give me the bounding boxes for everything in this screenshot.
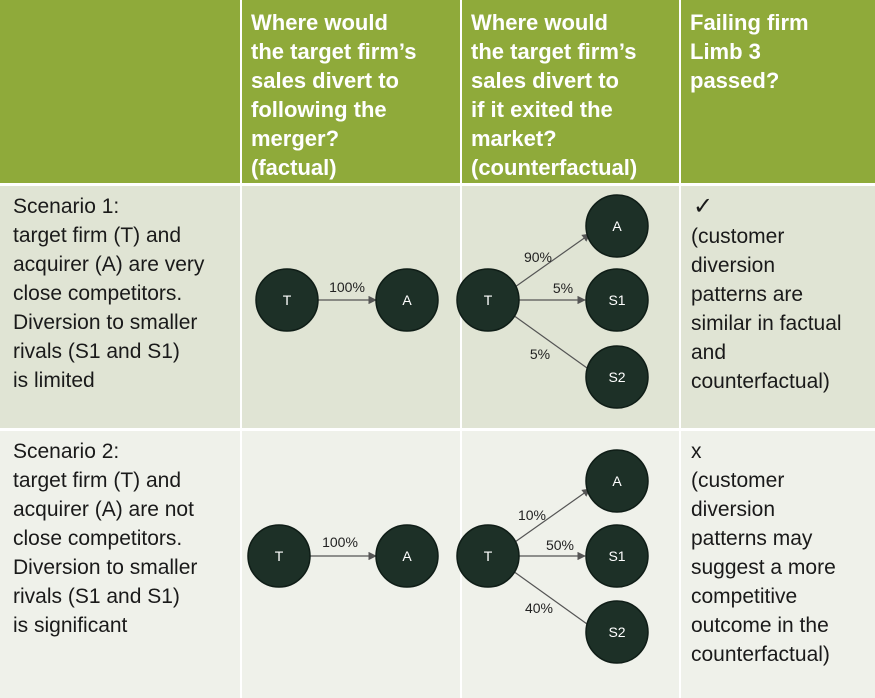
node-label: S2 <box>608 369 625 385</box>
scenario-1-counterfactual-diagram: 90% 5% 5% T A S1 S2 <box>456 194 649 409</box>
diversion-share-label: 100% <box>329 279 365 295</box>
check-mark-icon: ✓ <box>693 193 714 220</box>
scenario-2-factual-diagram: 100% T A <box>247 524 439 588</box>
header-counterfactual: Where would the target firm’s sales dive… <box>462 0 679 183</box>
description-line: acquirer (A) are not <box>13 498 194 521</box>
description-line: target firm (T) and <box>13 469 182 492</box>
diversion-share-label: 90% <box>524 249 552 265</box>
scenario-2-counterfactual-diagram: 10% 50% 40% T A S1 S2 <box>456 449 649 664</box>
header-line: if it exited the <box>471 97 613 122</box>
description-line: acquirer (A) are very <box>13 253 205 276</box>
header-line: Where would <box>471 10 608 35</box>
node-target-firm <box>456 524 520 588</box>
verdict-line: and <box>691 341 727 364</box>
header-line: the target firm’s <box>251 39 417 64</box>
header-line: Where would <box>251 10 388 35</box>
header-line: sales divert to <box>471 68 619 93</box>
node-acquirer <box>375 524 439 588</box>
verdict-line: competitive <box>691 585 798 608</box>
header-line: sales divert to <box>251 68 399 93</box>
verdict-line: patterns may <box>691 527 813 550</box>
description-line: is limited <box>13 369 95 392</box>
node-target-firm <box>456 268 520 332</box>
header-factual: Where would the target firm’s sales dive… <box>242 0 460 183</box>
node-acquirer <box>585 194 649 258</box>
header-line: the target firm’s <box>471 39 637 64</box>
scenario-2-verdict: x (customer diversion patterns may sugge… <box>681 431 875 698</box>
verdict-line: suggest a more <box>691 556 836 579</box>
description-line: Diversion to smaller <box>13 311 198 334</box>
node-label: A <box>612 473 622 489</box>
node-acquirer <box>375 268 439 332</box>
description-line: target firm (T) and <box>13 224 182 247</box>
verdict-line: diversion <box>691 254 776 277</box>
verdict-line: (customer <box>691 469 785 492</box>
verdict-line: similar in factual <box>691 312 842 335</box>
node-label: S1 <box>608 292 625 308</box>
node-rival-s2 <box>585 600 649 664</box>
diversion-arrow <box>512 570 595 630</box>
header-line: (counterfactual) <box>471 155 638 180</box>
node-rival-s1 <box>585 268 649 332</box>
verdict-line: patterns are <box>691 283 804 306</box>
description-line: rivals (S1 and S1) <box>13 585 180 608</box>
node-label: A <box>402 292 412 308</box>
scenario-1-factual-diagram: 100% T A <box>255 268 439 332</box>
header-line: following the <box>251 97 387 122</box>
verdict-line: counterfactual) <box>691 370 830 393</box>
verdict-line: outcome in the <box>691 614 829 637</box>
diversion-share-label: 5% <box>530 346 550 362</box>
description-line: rivals (S1 and S1) <box>13 340 180 363</box>
diversion-arrow <box>514 488 591 543</box>
diversion-share-label: 5% <box>553 280 573 296</box>
scenario-2-description: Scenario 2: target firm (T) and acquirer… <box>0 431 240 698</box>
node-label: T <box>484 548 493 564</box>
scenario-1-verdict: ✓ (customer diversion patterns are simil… <box>681 186 875 428</box>
diversion-arrow <box>514 233 591 288</box>
node-label: T <box>484 292 493 308</box>
header-limb3: Failing firm Limb 3 passed? <box>681 0 875 183</box>
cross-mark-icon: x <box>691 440 702 463</box>
diversion-share-label: 100% <box>322 534 358 550</box>
diversion-arrow <box>512 314 595 374</box>
diversion-share-label: 10% <box>518 507 546 523</box>
node-label: A <box>402 548 412 564</box>
description-line: is significant <box>13 614 128 637</box>
node-rival-s1 <box>585 524 649 588</box>
description-line: Diversion to smaller <box>13 556 198 579</box>
node-label: S1 <box>608 548 625 564</box>
description-line: close competitors. <box>13 527 183 550</box>
node-acquirer <box>585 449 649 513</box>
node-rival-s2 <box>585 345 649 409</box>
scenario-1-description: Scenario 1: target firm (T) and acquirer… <box>0 186 240 428</box>
diversion-share-label: 50% <box>546 537 574 553</box>
header-line: (factual) <box>251 155 337 180</box>
diversion-share-label: 40% <box>525 600 553 616</box>
node-label: T <box>275 548 284 564</box>
header-cell-blank <box>0 0 240 183</box>
header-line: passed? <box>690 68 780 93</box>
verdict-line: counterfactual) <box>691 643 830 666</box>
header-line: Failing firm <box>690 10 809 35</box>
node-label: S2 <box>608 624 625 640</box>
header-line: merger? <box>251 126 340 151</box>
verdict-line: (customer <box>691 225 785 248</box>
description-line: Scenario 2: <box>13 440 120 463</box>
description-line: close competitors. <box>13 282 183 305</box>
header-line: Limb 3 <box>690 39 761 64</box>
verdict-line: diversion <box>691 498 776 521</box>
node-target-firm <box>255 268 319 332</box>
node-label: T <box>283 292 292 308</box>
node-label: A <box>612 218 622 234</box>
description-line: Scenario 1: <box>13 195 120 218</box>
node-target-firm <box>247 524 311 588</box>
header-line: market? <box>471 126 557 151</box>
